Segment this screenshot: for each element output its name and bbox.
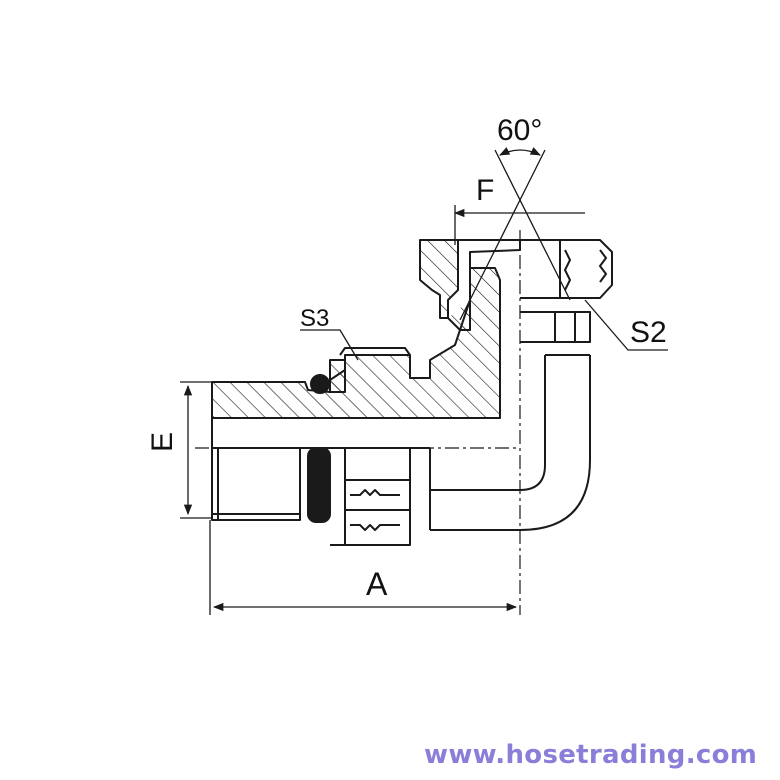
center-lines [195,230,521,615]
watermark-url: www.hosetrading.com [424,740,758,770]
cone-angle-lines [459,147,571,321]
label-angle: 60° [497,114,542,147]
leader-s3 [300,329,359,361]
label-s3: S3 [300,305,329,332]
dim-f [453,205,585,245]
label-f: F [476,174,494,207]
label-a: A [366,566,388,602]
label-s2: S2 [630,316,667,349]
label-e: E [146,432,179,452]
o-ring-icon [310,374,330,394]
dim-e [180,381,212,519]
swivel-nut-exterior [520,239,613,343]
dim-a [209,520,518,615]
body-section-upper [211,239,521,419]
leader-s2 [584,299,668,351]
